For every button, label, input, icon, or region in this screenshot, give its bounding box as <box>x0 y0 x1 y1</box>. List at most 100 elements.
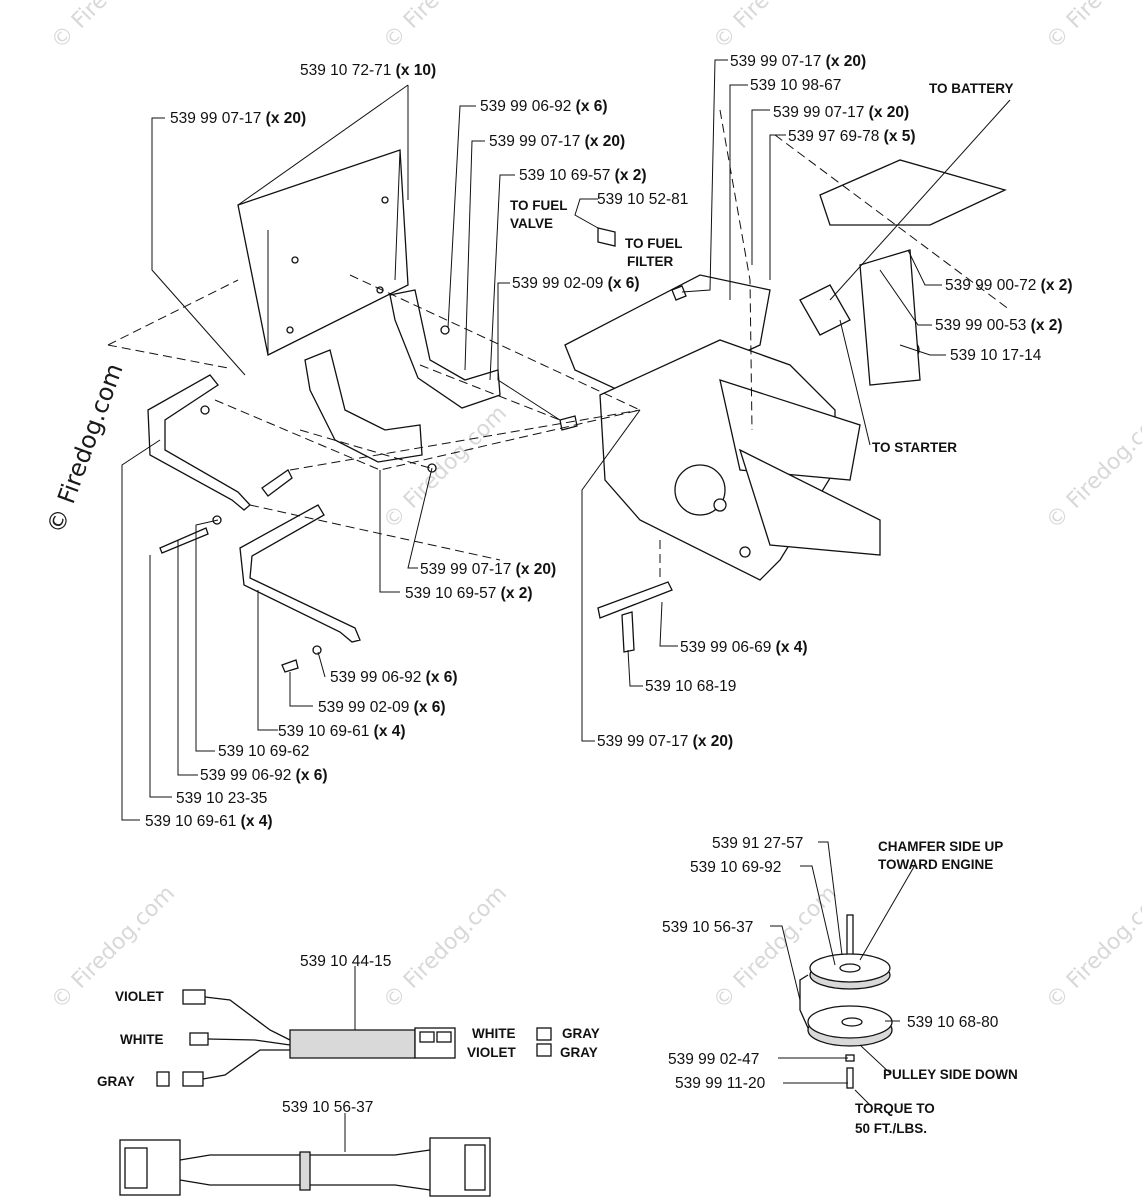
part-label: 539 99 07-17 (x 20) <box>420 561 556 578</box>
harness-labels: 539 10 44-15 VIOLET WHITE GRAY WHITE VIO… <box>97 953 600 1116</box>
part-label: 539 99 02-09 (x 6) <box>512 275 640 292</box>
plug-label-white: WHITE <box>472 1026 516 1041</box>
part-label: 539 99 07-17 (x 20) <box>489 133 625 150</box>
connector-gray <box>182 1071 204 1087</box>
leader-lines <box>121 59 1011 821</box>
mount-bracket <box>597 581 673 619</box>
part-label: 539 10 69-62 <box>218 743 309 760</box>
spacer <box>261 469 293 497</box>
watermark: © Firedog.com <box>379 0 512 54</box>
frame-hole <box>674 464 726 516</box>
connector-white <box>189 1032 209 1046</box>
plug-label-violet: VIOLET <box>467 1045 517 1060</box>
clutch-part-label: 539 10 69-92 <box>690 859 781 876</box>
rear-plate <box>237 149 409 356</box>
part-label: 539 97 69-78 (x 5) <box>788 128 916 145</box>
part-label: 539 10 69-61 (x 4) <box>145 813 273 830</box>
note-to-fuel-valve: TO FUEL <box>510 198 568 213</box>
part-label: 539 99 06-92 (x 6) <box>200 767 328 784</box>
watermark: © Firedog.com <box>1042 881 1142 1014</box>
watermark: © Firedog.com <box>47 0 180 54</box>
watermark: © Firedog.com <box>709 0 842 54</box>
harness-part-label: 539 10 44-15 <box>300 953 391 970</box>
harness-drawing <box>119 966 552 1197</box>
battery-tray <box>564 274 771 401</box>
bolt <box>159 527 209 554</box>
watermark: © Firedog.com <box>379 881 512 1014</box>
part-label: 539 99 07-17 (x 20) <box>597 733 733 750</box>
part-label: 539 99 07-17 (x 20) <box>773 104 909 121</box>
note-torque: TORQUE TO <box>855 1101 935 1116</box>
part-label: 539 10 69-57 (x 2) <box>405 585 533 602</box>
watermark-side: © Firedog.com <box>41 360 128 537</box>
note-chamfer: CHAMFER SIDE UP <box>878 839 1003 854</box>
wire-label-gray: GRAY <box>97 1074 135 1089</box>
frame-notes: TO BATTERY TO FUEL VALVE TO FUEL FILTER … <box>510 81 1014 455</box>
clutch-part-label: 539 10 68-80 <box>907 1014 999 1031</box>
gray-terminal-icon <box>156 1071 170 1087</box>
frame-rail <box>738 448 881 556</box>
note-to-fuel-valve: VALVE <box>510 216 553 231</box>
seat-bracket-right <box>389 289 501 409</box>
note-pulley-side: PULLEY SIDE DOWN <box>883 1067 1018 1082</box>
frame-drawing <box>147 149 1007 673</box>
bolt <box>559 415 578 431</box>
foot-rest-bar <box>147 374 251 511</box>
washer <box>312 645 322 655</box>
part-label: 539 10 52-81 <box>597 191 688 208</box>
part-label: 539 10 98-67 <box>750 77 841 94</box>
wire-label-white: WHITE <box>120 1032 164 1047</box>
clutch-part-label: 539 10 56-37 <box>662 919 753 936</box>
seat-bracket-left <box>304 349 423 463</box>
nut <box>440 325 450 335</box>
part-label: 539 10 72-71 (x 10) <box>300 62 436 79</box>
plug-label-gray: GRAY <box>560 1045 598 1060</box>
plug-label-gray: GRAY <box>562 1026 600 1041</box>
clutch-labels: 539 91 27-57 539 10 69-92 539 10 56-37 5… <box>662 835 1018 1136</box>
note-chamfer: TOWARD ENGINE <box>878 857 993 872</box>
clutch-part-label: 539 99 02-47 <box>668 1051 759 1068</box>
part-label: 539 99 07-17 (x 20) <box>730 53 866 70</box>
frame-side <box>859 249 921 386</box>
fuel-fitting <box>597 227 616 247</box>
plug-pin-icon <box>536 1043 552 1057</box>
nut <box>200 405 210 415</box>
part-label: 539 99 00-72 (x 2) <box>945 277 1073 294</box>
part-label: 539 99 06-92 (x 6) <box>480 98 608 115</box>
clutch-drawing <box>770 841 916 1106</box>
battery-cover <box>819 159 1007 226</box>
note-torque: 50 FT./LBS. <box>855 1121 927 1136</box>
part-label: 539 99 02-09 (x 6) <box>318 699 446 716</box>
connector-violet <box>182 989 206 1005</box>
plug-pin-icon <box>536 1027 552 1041</box>
harness-sleeve <box>289 1029 416 1059</box>
bolt <box>281 659 299 673</box>
part-label: 539 99 06-69 (x 4) <box>680 639 808 656</box>
part-label: 539 10 17-14 <box>950 347 1042 364</box>
foot-rest-bar-lower <box>239 504 361 643</box>
note-to-fuel-filter: FILTER <box>627 254 673 269</box>
part-label: 539 99 06-92 (x 6) <box>330 669 458 686</box>
part-label: 539 10 69-57 (x 2) <box>519 167 647 184</box>
part-label: 539 99 07-17 (x 20) <box>170 110 306 127</box>
watermark: © Firedog.com <box>1042 0 1142 54</box>
clutch-part-label: 539 99 11-20 <box>675 1075 766 1092</box>
watermark: © Firedog.com <box>1042 401 1142 534</box>
frame-labels: 539 10 72-71 (x 10) 539 99 07-17 (x 20) … <box>145 53 1073 830</box>
part-label: 539 99 00-53 (x 2) <box>935 317 1063 334</box>
part-label: 539 10 23-35 <box>176 790 267 807</box>
part-label: 539 10 69-61 (x 4) <box>278 723 406 740</box>
watermark: © Firedog.com <box>709 881 842 1014</box>
note-to-fuel-filter: TO FUEL <box>625 236 683 251</box>
assembly-lines <box>107 109 1011 580</box>
watermark: © Firedog.com <box>379 401 512 534</box>
cable-part-label: 539 10 56-37 <box>282 1099 373 1116</box>
clip <box>671 285 687 301</box>
clutch-screw <box>846 1067 854 1089</box>
frame-crossmember <box>719 379 861 481</box>
clutch-part-label: 539 91 27-57 <box>712 835 803 852</box>
solenoid <box>799 284 851 336</box>
note-to-battery: TO BATTERY <box>929 81 1014 96</box>
part-label: 539 10 68-19 <box>645 678 736 695</box>
